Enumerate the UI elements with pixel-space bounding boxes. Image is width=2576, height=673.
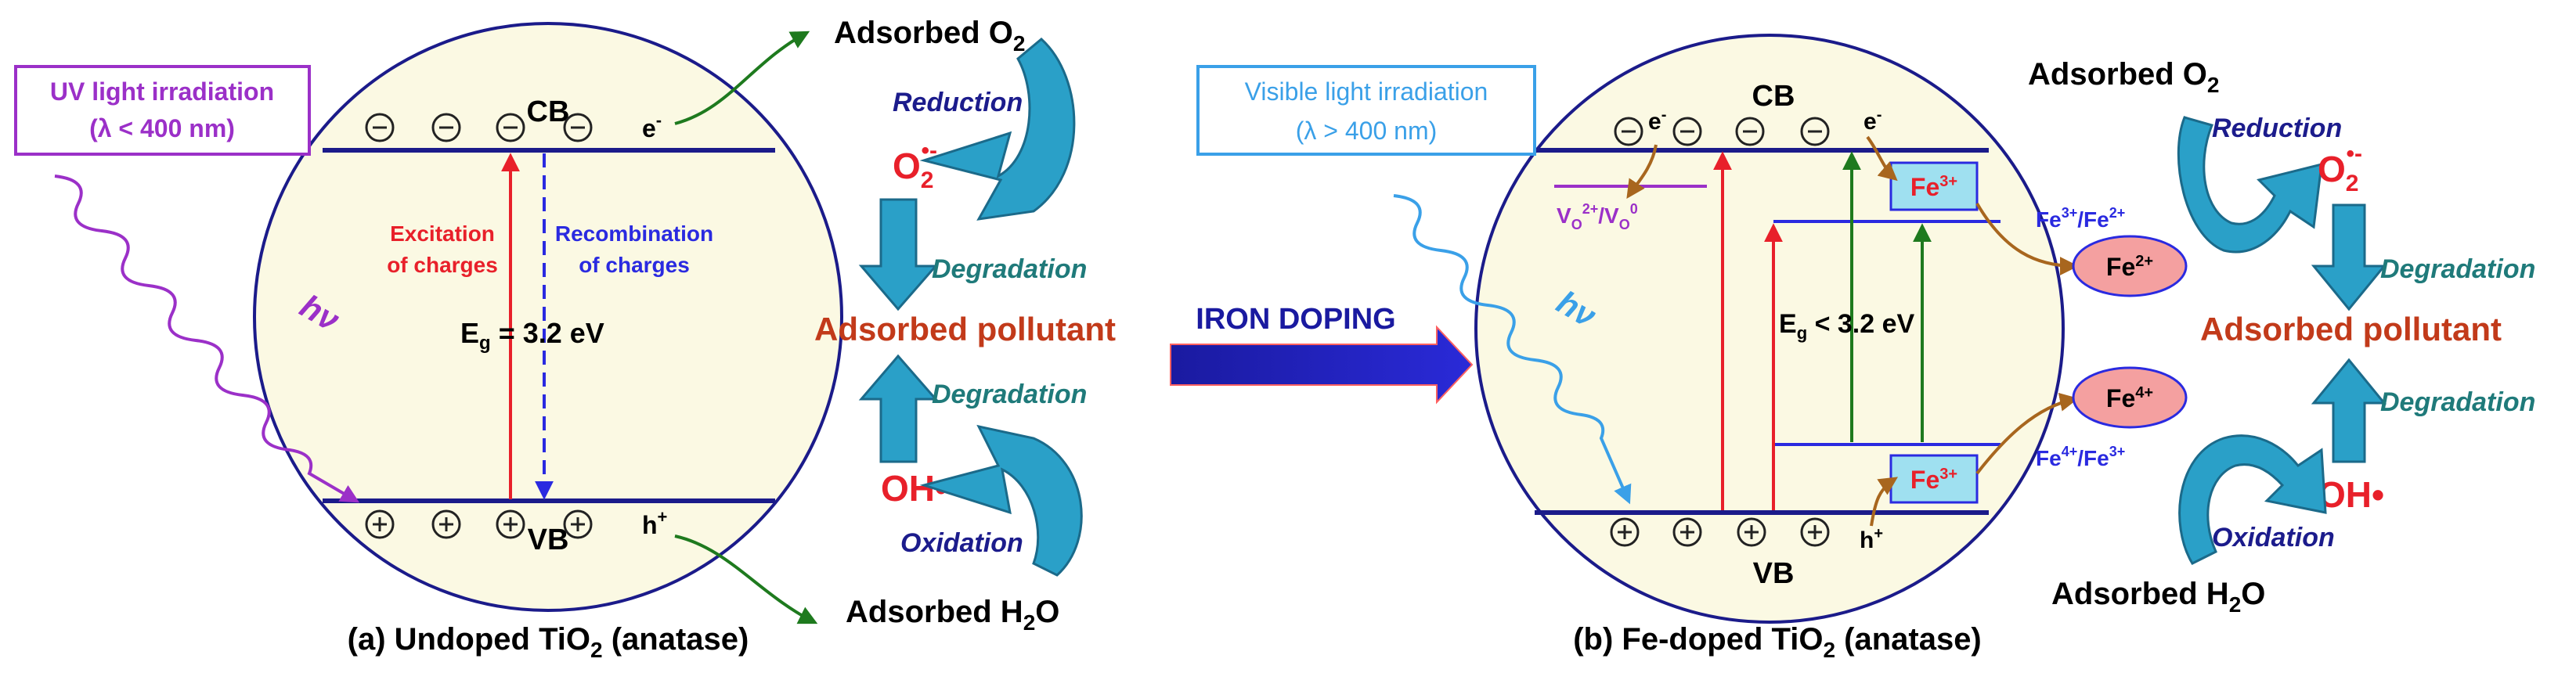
right-couple-top: Fe3+/Fe2+	[2036, 205, 2125, 232]
doping-arrow	[1170, 325, 1474, 405]
right-cb-label: CB	[1752, 80, 1795, 113]
right-vo-label: VO2+/VO0	[1557, 201, 1638, 232]
left-particle-circle	[253, 22, 843, 612]
right-e-to-fe3-arrow	[1866, 135, 1898, 182]
left-degradation-bottom: Degradation	[932, 380, 1087, 409]
left-electrons	[365, 113, 593, 142]
right-hole-label: h+	[1860, 525, 1883, 553]
left-adsorbed-h2o: Adsorbed H2O	[846, 595, 1059, 635]
right-degradation-top: Degradation	[2380, 254, 2535, 284]
left-excitation-label-2: of charges	[387, 253, 498, 277]
left-hole-label: h+	[642, 507, 667, 539]
right-particle-circle	[1474, 34, 2065, 624]
left-recombination-label: Recombination	[555, 221, 713, 246]
left-vb-label: VB	[528, 524, 569, 556]
right-oxidation-label: Oxidation	[2212, 523, 2335, 552]
right-fe4-label: Fe4+	[2106, 384, 2153, 412]
right-electron-label-1: e-	[1648, 106, 1666, 135]
right-light-wavelength: (λ > 400 nm)	[1296, 117, 1438, 145]
doping-label: IRON DOPING	[1196, 303, 1395, 336]
right-vo-arrow	[1626, 144, 1658, 199]
right-superoxide: O2•-	[2318, 141, 2362, 196]
left-electron-transfer-arrow	[674, 31, 810, 125]
right-degradation-arrow-up	[2311, 358, 2387, 463]
left-adsorbed-o2: Adsorbed O2	[834, 16, 1025, 56]
left-caption: (a) Undoped TiO2 (anatase)	[348, 622, 749, 662]
right-degradation-arrow-down	[2311, 203, 2387, 311]
left-excitation-label: Excitation	[390, 221, 495, 246]
right-electron-label-2: e-	[1863, 106, 1881, 135]
right-photon-wave	[1393, 194, 1632, 505]
left-degradation-arrow-up	[858, 354, 939, 463]
right-panel: CB VB e- e- h+ VO2+/VO0	[1196, 34, 2535, 662]
right-fe2-label: Fe2+	[2106, 253, 2153, 281]
doping-transition: IRON DOPING	[1170, 303, 1474, 405]
left-recombination-label-2: of charges	[579, 253, 690, 277]
left-light-wavelength: (λ < 400 nm)	[89, 114, 235, 142]
left-panel: CB VB e- h+ Excitation of charges Recomb…	[14, 16, 1116, 662]
left-hole-transfer-arrow	[674, 534, 818, 624]
right-couple-bottom: Fe4+/Fe3+	[2036, 444, 2125, 470]
left-cb-label: CB	[527, 95, 570, 128]
left-light-label: UV light irradiation	[50, 77, 274, 106]
right-bandgap-label: Eg < 3.2 eV	[1779, 309, 1915, 343]
right-hydroxyl: OH•	[2318, 474, 2384, 515]
left-bandgap-label: Eg = 3.2 eV	[460, 317, 604, 354]
right-caption: (b) Fe-doped TiO2 (anatase)	[1573, 622, 1982, 662]
right-light-label: Visible light irradiation	[1245, 77, 1488, 106]
right-electrons	[1614, 117, 1830, 146]
right-light-box	[1196, 65, 1536, 156]
left-degradation-top: Degradation	[932, 254, 1087, 284]
left-oxidation-curved-arrow	[919, 424, 1083, 577]
left-photon-wave	[54, 175, 360, 503]
left-light-box	[14, 65, 311, 156]
left-reduction-curved-arrow	[919, 38, 1076, 221]
right-fe2-oval	[2072, 235, 2188, 297]
right-reduction-curved-arrow	[2177, 116, 2323, 254]
left-reduction-label: Reduction	[893, 88, 1023, 117]
right-vb-label: VB	[1753, 557, 1795, 590]
right-fe3-to-fe4-arrow	[1975, 393, 2079, 475]
right-oxidation-curved-arrow	[2178, 434, 2327, 565]
right-adsorbed-h2o: Adsorbed H2O	[2051, 577, 2265, 617]
right-degradation-bottom: Degradation	[2380, 387, 2535, 417]
right-fe4-oval	[2072, 366, 2188, 429]
right-pollutant: Adsorbed pollutant	[2200, 311, 2502, 347]
left-holes	[365, 509, 593, 539]
right-reduction-label: Reduction	[2212, 113, 2342, 143]
left-electron-label: e-	[642, 110, 662, 142]
left-superoxide: O2•-	[893, 138, 937, 193]
left-pollutant: Adsorbed pollutant	[814, 311, 1116, 347]
left-degradation-arrow-down	[858, 198, 939, 311]
right-fe3-bottom-label: Fe3+	[1910, 466, 1957, 494]
right-h-to-fe3-arrow	[1870, 477, 1899, 527]
left-oxidation-label: Oxidation	[900, 528, 1023, 558]
right-fe3-top-label: Fe3+	[1910, 173, 1957, 201]
right-adsorbed-o2: Adsorbed O2	[2028, 57, 2219, 97]
right-fe3-top-box	[1889, 161, 1979, 211]
right-fe3-to-fe2-arrow	[1975, 202, 2079, 275]
right-holes	[1610, 517, 1830, 547]
